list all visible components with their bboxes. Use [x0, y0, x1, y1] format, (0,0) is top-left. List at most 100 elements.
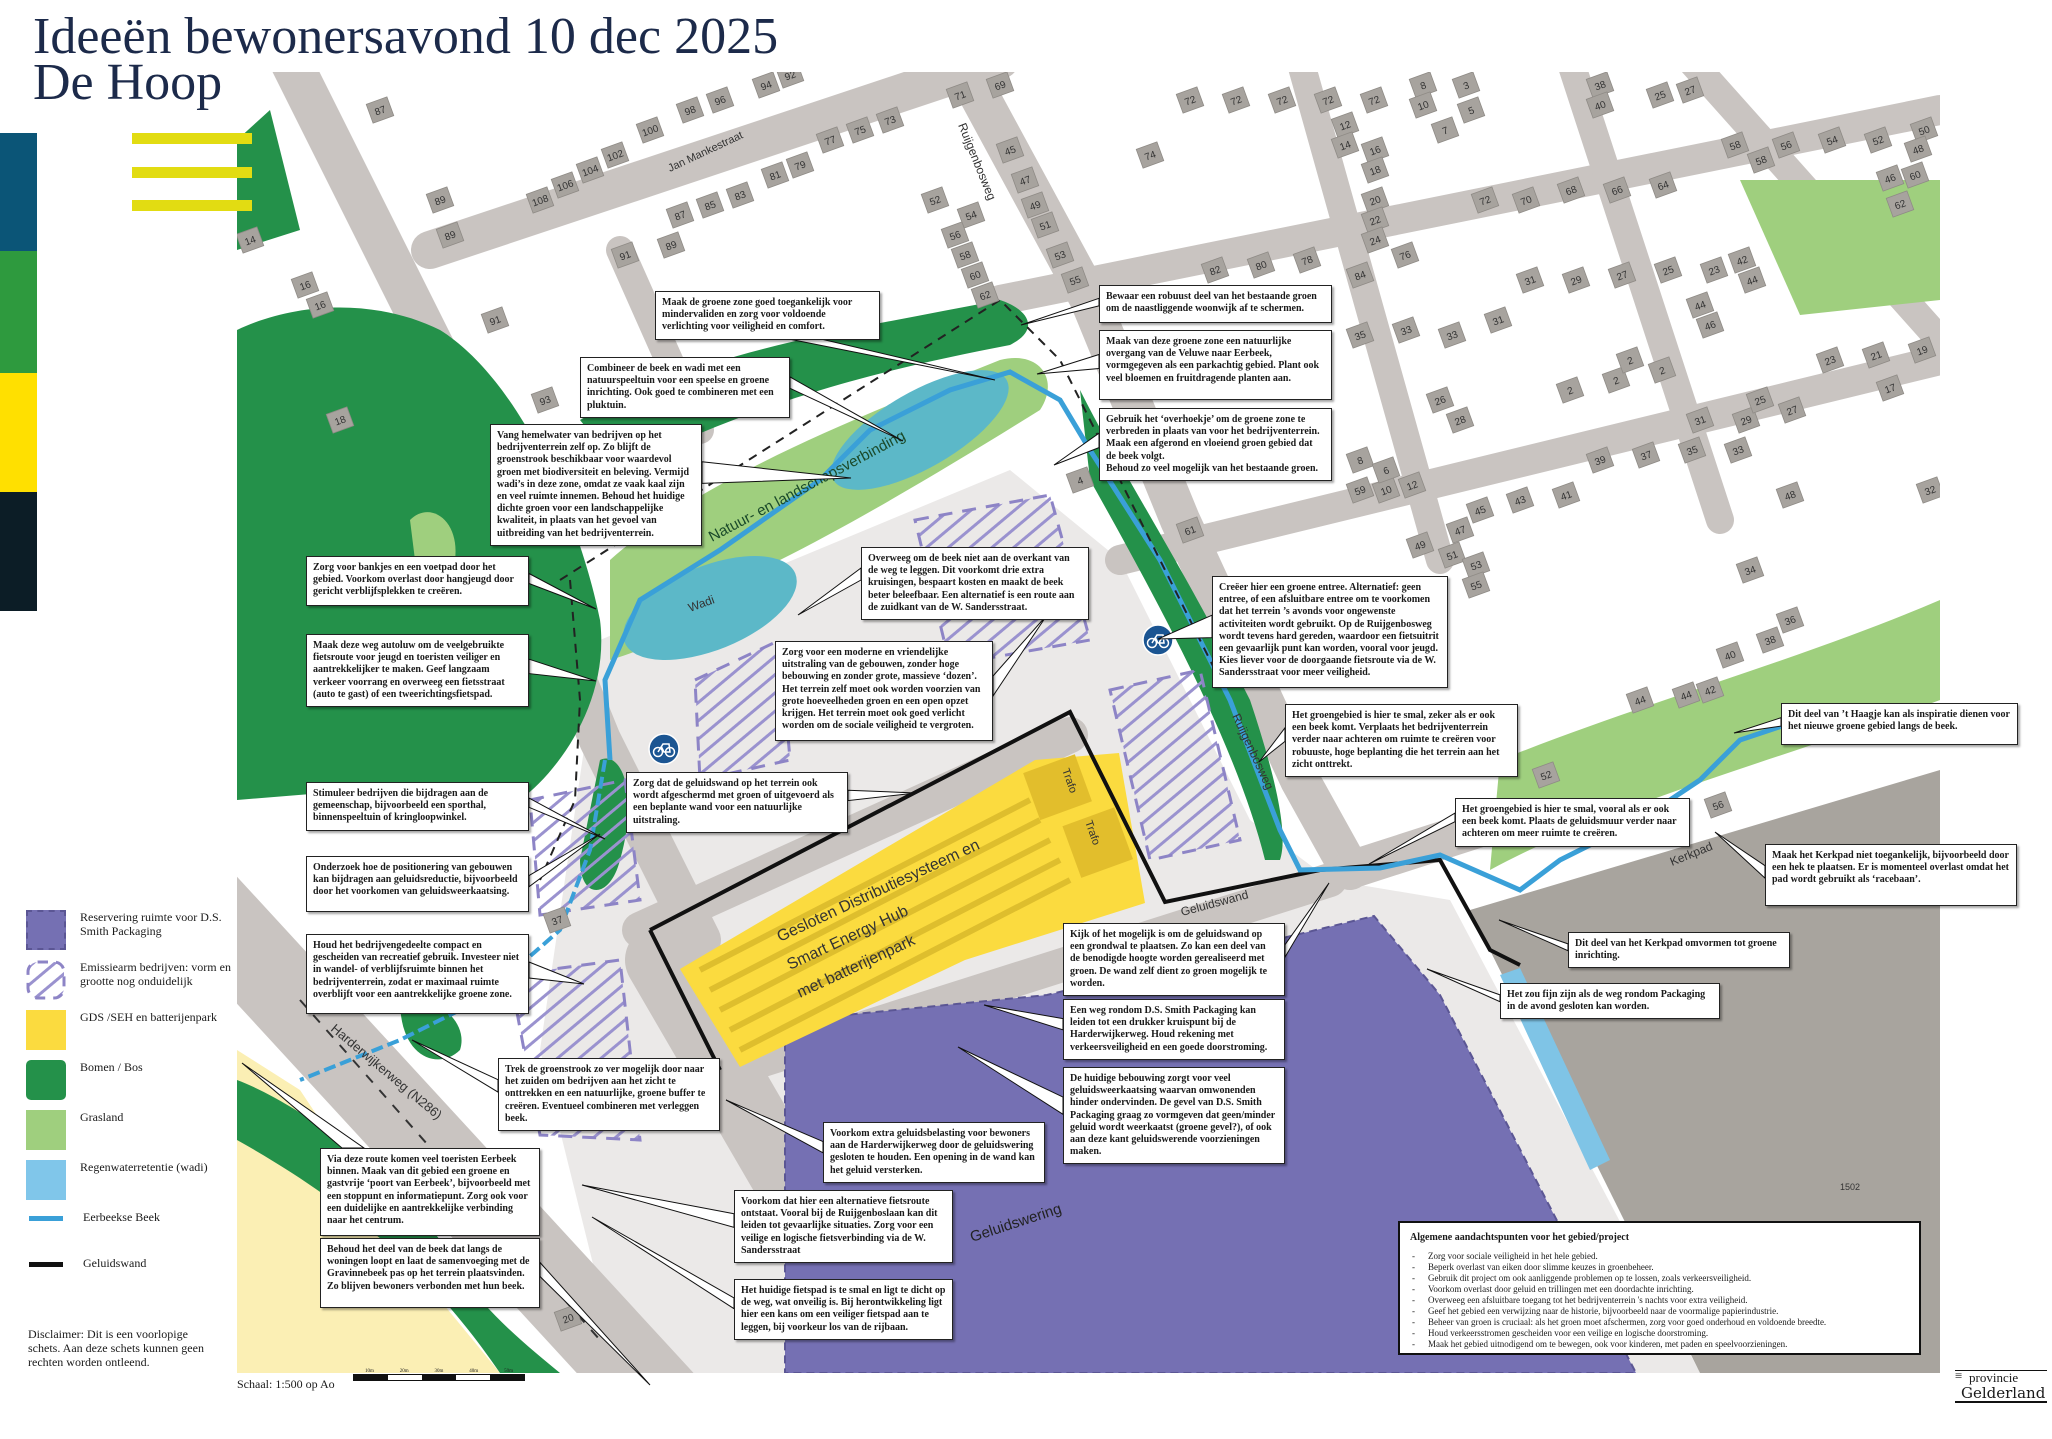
building: 31 — [1483, 306, 1513, 334]
building: 72 — [1359, 86, 1389, 114]
building: 80 — [1246, 251, 1276, 279]
building: 19 — [1907, 336, 1937, 364]
building: 72 — [1221, 86, 1251, 114]
house-number: 20 — [1368, 194, 1383, 208]
house-number: 22 — [1368, 214, 1383, 228]
house-number: 42 — [1735, 254, 1750, 268]
building: 84 — [1345, 261, 1375, 289]
house-number: 62 — [1893, 198, 1908, 212]
house-number: 46 — [1703, 319, 1718, 333]
annotation-note: Behoud het deel van de beek dat langs de… — [320, 1238, 540, 1308]
building: 35 — [1677, 436, 1707, 464]
building: 44 — [1685, 291, 1715, 319]
annotation-note: Maak van deze groene zone een natuurlijk… — [1099, 330, 1332, 400]
annotation-note: De huidige bebouwing zorgt voor veel gel… — [1063, 1067, 1285, 1165]
legend-item-grass: Grasland — [26, 1110, 236, 1160]
annotation-note: Het groengebied is hier te smal, zeker a… — [1285, 704, 1518, 778]
house-number: 52 — [928, 194, 943, 208]
house-number: 93 — [538, 394, 553, 408]
building: 23 — [1699, 256, 1729, 284]
house-number: 34 — [1743, 564, 1758, 578]
building: 27 — [1777, 396, 1807, 424]
house-number: 2 — [1626, 355, 1635, 367]
scale-tick: 40m — [469, 1369, 479, 1374]
building: 54 — [1817, 126, 1847, 154]
house-number: 16 — [298, 279, 313, 293]
building: 89 — [656, 231, 686, 259]
building: 91 — [610, 241, 640, 269]
house-number: 49 — [1028, 199, 1043, 213]
building: 44 — [1671, 681, 1701, 709]
building: 49 — [1405, 531, 1435, 559]
house-number: 77 — [823, 134, 838, 148]
building: 2 — [1555, 376, 1585, 404]
house-number: 56 — [948, 229, 963, 243]
house-number: 37 — [1639, 449, 1654, 463]
house-number: 55 — [1068, 274, 1083, 288]
building: 27 — [1675, 76, 1705, 104]
general-points-list: Zorg voor sociale veiligheid in het hele… — [1410, 1251, 1909, 1350]
house-number: 53 — [1053, 249, 1068, 263]
house-number: 38 — [1593, 79, 1608, 93]
building: 56 — [1703, 791, 1733, 819]
building: 25 — [1645, 81, 1675, 109]
wadi-lower — [623, 555, 797, 661]
general-point: Beheer van groen is cruciaal: als het gr… — [1410, 1317, 1909, 1328]
house-number: 8 — [1419, 80, 1428, 92]
annotation-note: Maak de groene zone goed toegankelijk vo… — [655, 291, 880, 340]
building: 79 — [785, 151, 815, 179]
house-number: 81 — [768, 169, 783, 183]
house-number: 49 — [1413, 539, 1428, 553]
house-number: 62 — [978, 289, 993, 303]
house-number: 2 — [1566, 385, 1575, 397]
building: 28 — [1445, 406, 1475, 434]
disclaimer: Disclaimer: Dit is een voorlopige schets… — [28, 1327, 204, 1369]
annotation-note: Creëer hier een groene entree. Alternati… — [1212, 576, 1448, 688]
house-number: 44 — [1633, 694, 1648, 708]
building: 51 — [1437, 541, 1467, 569]
building: 54 — [956, 201, 986, 229]
hatch-swatch — [26, 960, 66, 1000]
house-number: 18 — [333, 414, 348, 428]
house-number: 89 — [443, 229, 458, 243]
accent-line — [132, 167, 252, 178]
annotation-note: Een weg rondom D.S. Smith Packaging kan … — [1063, 999, 1285, 1060]
building: 72 — [1175, 86, 1205, 114]
building: 106 — [550, 171, 580, 199]
house-number: 44 — [1679, 689, 1694, 703]
house-number: 38 — [1763, 634, 1778, 648]
house-number: 39 — [1593, 454, 1608, 468]
annotation-note: Maak deze weg autoluw om de veelgebruikt… — [306, 634, 529, 708]
trafo-2 — [1062, 807, 1133, 878]
house-number: 78 — [1300, 254, 1315, 268]
note-pointer — [992, 614, 1048, 698]
house-number: 41 — [1559, 489, 1574, 503]
house-number: 36 — [1783, 614, 1798, 628]
annotation-note: Onderzoek hoe de positionering van gebou… — [306, 856, 529, 912]
building: 2 — [1615, 346, 1645, 374]
building: 53 — [1045, 241, 1075, 269]
scale-tick: 20m — [399, 1369, 409, 1374]
building: 29 — [1561, 266, 1591, 294]
house-number: 52 — [1871, 134, 1886, 148]
legend-label: Reservering ruimte voor D.S. Smith Packa… — [80, 910, 222, 938]
house-number: 58 — [1728, 139, 1743, 153]
building: 42 — [1695, 676, 1725, 704]
annotation-note: Trek de groenstrook zo ver mogelijk door… — [498, 1058, 720, 1132]
building: 45 — [1465, 496, 1495, 524]
building: 61 — [1175, 516, 1205, 544]
house-number: 10 — [1416, 99, 1431, 113]
house-number: 27 — [1785, 404, 1800, 418]
building: 17 — [1875, 374, 1905, 402]
building: 45 — [995, 136, 1025, 164]
building: 89 — [435, 221, 465, 249]
building: 35 — [1345, 321, 1375, 349]
building: 24 — [1360, 226, 1390, 254]
building: 41 — [1551, 481, 1581, 509]
house-number: 28 — [1453, 414, 1468, 428]
building: 32 — [1915, 476, 1940, 504]
label-plot-number: 1502 — [1840, 1182, 1860, 1192]
building: 23 — [1815, 346, 1845, 374]
accent-line — [132, 133, 252, 144]
annotation-note: Houd het bedrijvengedeelte compact en ge… — [306, 934, 529, 1014]
